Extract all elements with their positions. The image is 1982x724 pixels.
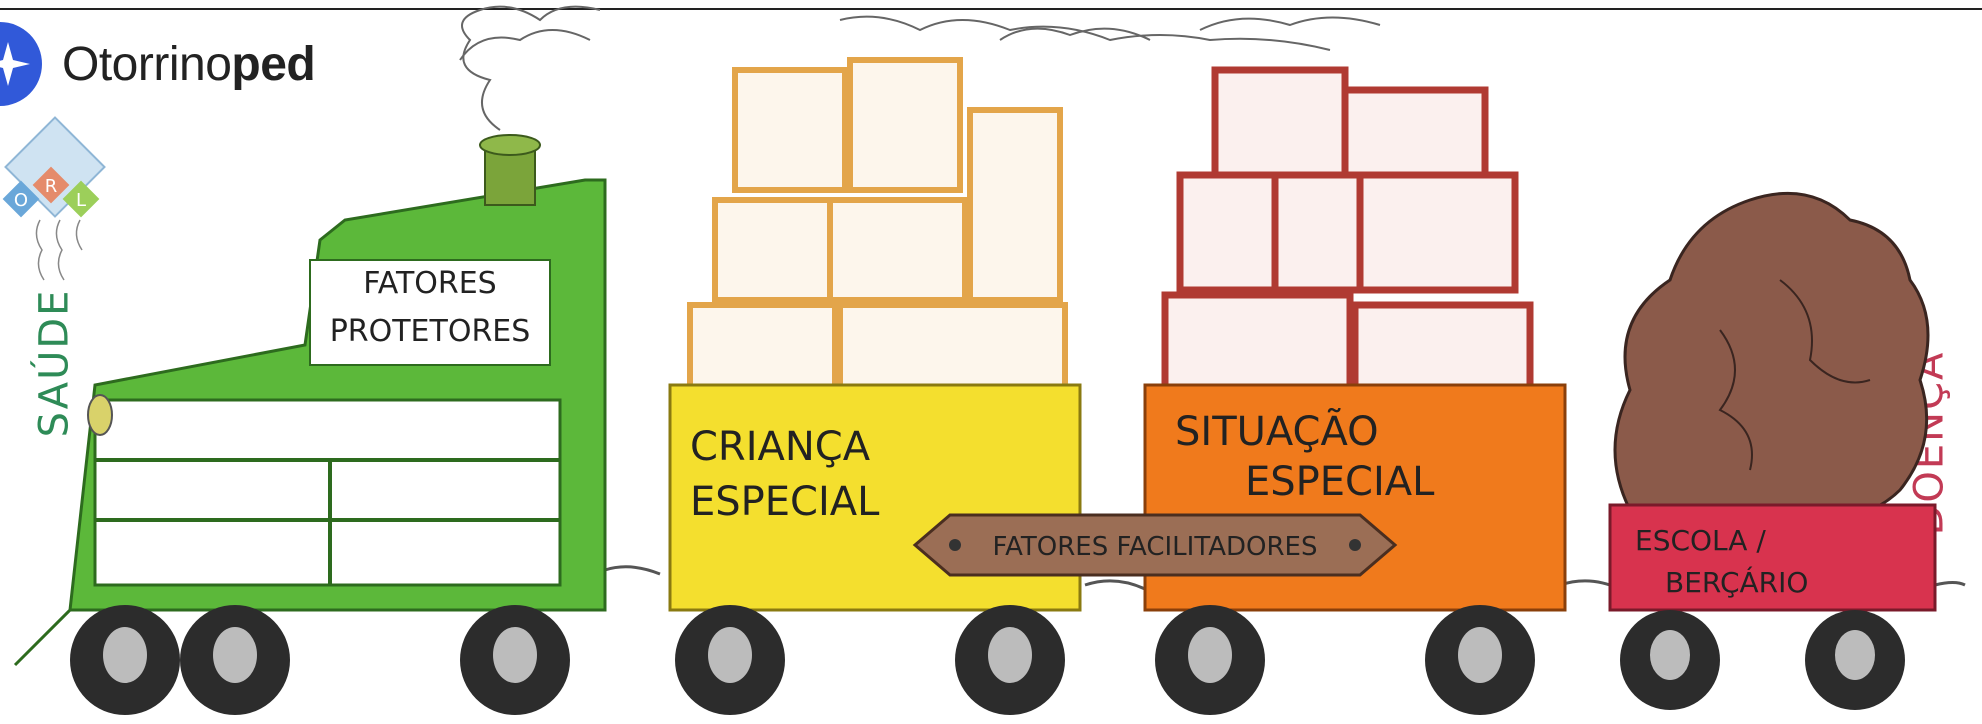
situation-car-line1: SITUAÇÃO <box>1175 407 1379 455</box>
wheel-icon <box>1155 605 1265 715</box>
wheel-icon <box>70 605 180 715</box>
brand-name: Otorrinoped <box>62 37 316 92</box>
wheel-icon <box>460 605 570 715</box>
child-car-line2: ESPECIAL <box>690 479 880 525</box>
school-car-line1: ESCOLA / <box>1635 524 1766 557</box>
brand-suffix: ped <box>231 37 316 91</box>
top-border <box>0 8 1982 10</box>
sign-label: FATORES FACILITADORES <box>993 532 1318 562</box>
situation-car-line2: ESPECIAL <box>1245 459 1435 505</box>
wheel-icon <box>1620 610 1720 710</box>
wheel-icon <box>955 605 1065 715</box>
orl-letter-l: L <box>76 190 86 211</box>
orl-diamond-icon: O R L <box>2 116 106 281</box>
wheel-icon <box>1425 605 1535 715</box>
brand-logo: Otorrinoped <box>0 14 316 114</box>
wheel-icon <box>1805 610 1905 710</box>
school-car: ESCOLA / BERÇÁRIO <box>1608 191 1937 612</box>
smoke-icon <box>459 5 1381 131</box>
child-car: CRIANÇA ESPECIAL <box>668 57 1082 612</box>
wheel-icon <box>675 605 785 715</box>
rock-icon <box>1613 191 1930 525</box>
child-car-line1: CRIANÇA <box>690 424 871 470</box>
box-stack-red <box>1161 66 1534 399</box>
orl-letter-r: R <box>45 176 58 197</box>
wheels <box>70 605 1905 715</box>
brand-prefix: Otorrino <box>62 37 232 91</box>
box-stack-orange <box>687 57 1068 393</box>
facilitators-sign: FATORES FACILITADORES <box>912 513 1398 577</box>
spark-logo-icon <box>0 22 42 106</box>
school-car-line2: BERÇÁRIO <box>1665 565 1808 599</box>
wheel-icon <box>180 605 290 715</box>
orl-letter-o: O <box>14 190 28 211</box>
